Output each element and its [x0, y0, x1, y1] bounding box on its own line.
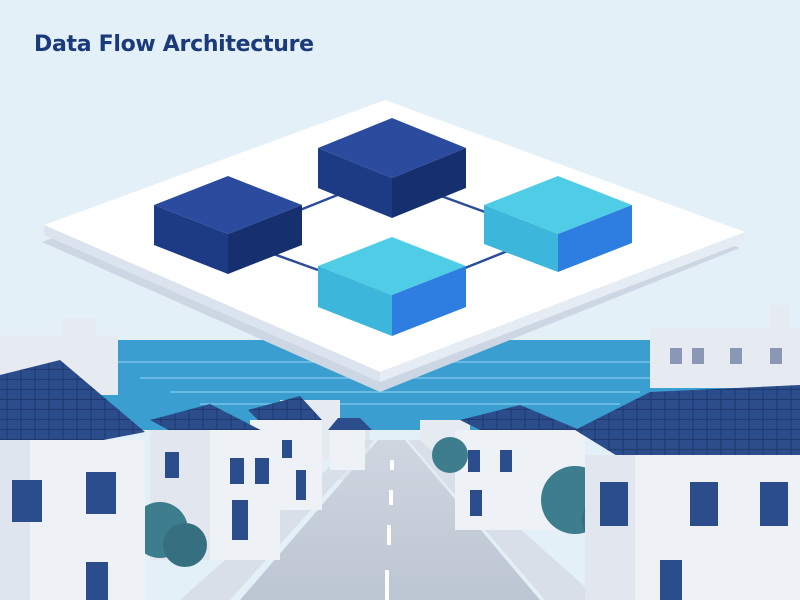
house-right-near	[575, 385, 800, 600]
page-title: Data Flow Architecture	[34, 32, 314, 57]
data-block-right	[484, 176, 632, 272]
house-right-back	[650, 305, 800, 388]
connector-line	[464, 248, 511, 270]
house-left-near	[0, 318, 145, 600]
house-left-far	[330, 430, 365, 470]
data-block-left	[154, 176, 302, 274]
data-block-bottom	[318, 237, 466, 336]
data-block-top	[318, 118, 466, 218]
tree-left	[132, 502, 207, 567]
